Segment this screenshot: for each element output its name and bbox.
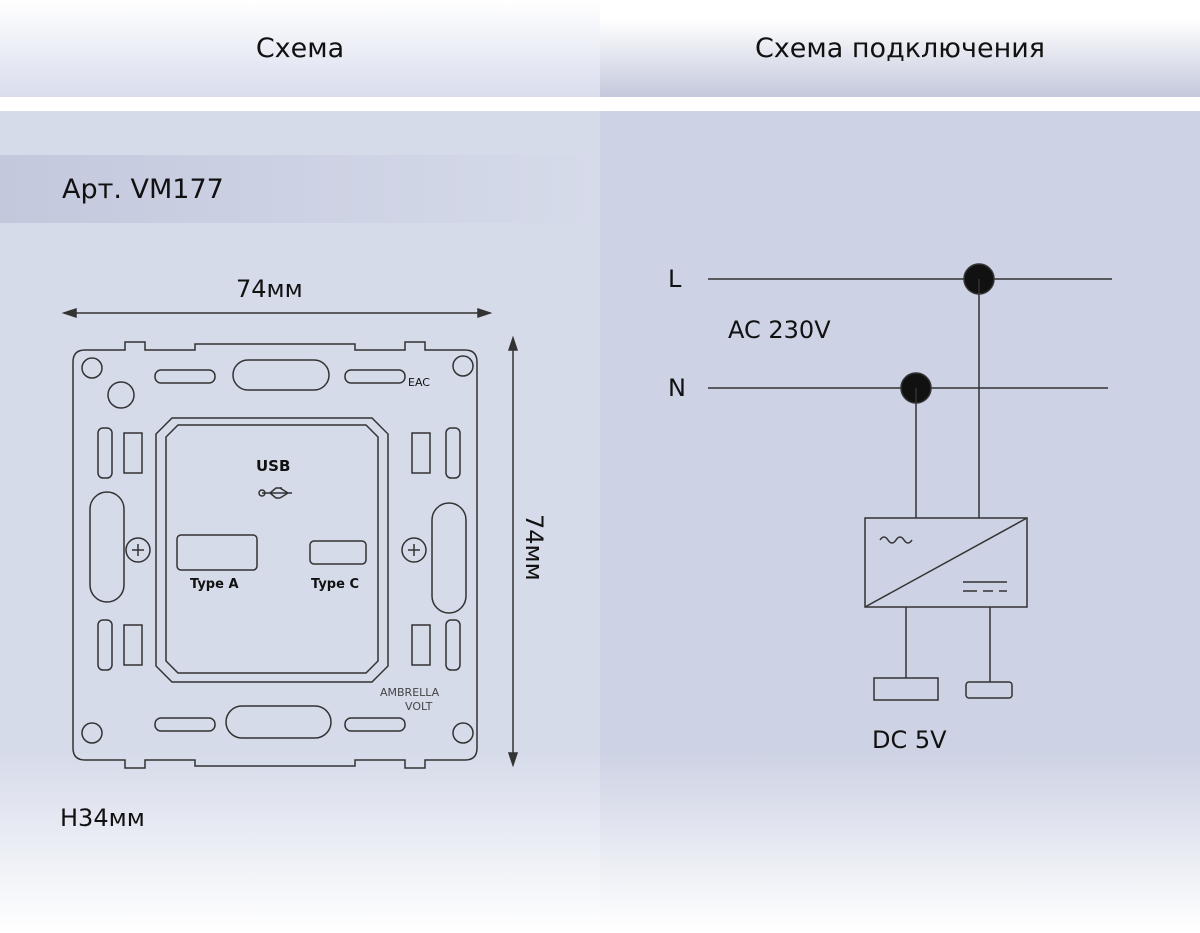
ac-label: AC 230V [728, 316, 831, 344]
power-supply-block [864, 517, 1028, 608]
brand-line1: AMBRELLA [380, 686, 440, 699]
width-dimension [61, 307, 493, 319]
right-title: Схема подключения [754, 33, 1046, 64]
height-dimension [507, 335, 519, 768]
depth-label: H34мм [60, 804, 145, 832]
eac-mark: EAC [408, 376, 430, 389]
wiring-diagram [708, 263, 1112, 701]
width-label: 74мм [236, 275, 303, 303]
article-bar: Арт. VM177 [0, 155, 600, 223]
device-frame [72, 341, 478, 769]
usb-label: USB [256, 457, 291, 475]
header-left: Схема [0, 0, 600, 97]
dc-label: DC 5V [872, 726, 947, 754]
left-title: Схема [255, 33, 345, 64]
right-panel [600, 111, 1200, 933]
line-n-label: N [668, 374, 686, 402]
article-number: Арт. VM177 [62, 173, 224, 205]
usb-c-output [965, 681, 1013, 699]
usb-a-output [873, 677, 939, 701]
line-l-label: L [668, 265, 682, 293]
header-right: Схема подключения [600, 0, 1200, 97]
left-panel [0, 111, 600, 933]
type-c-label: Type C [311, 577, 359, 592]
type-a-label: Type A [190, 577, 239, 592]
height-label: 74мм [520, 514, 548, 581]
brand-line2: VOLT [405, 700, 433, 713]
